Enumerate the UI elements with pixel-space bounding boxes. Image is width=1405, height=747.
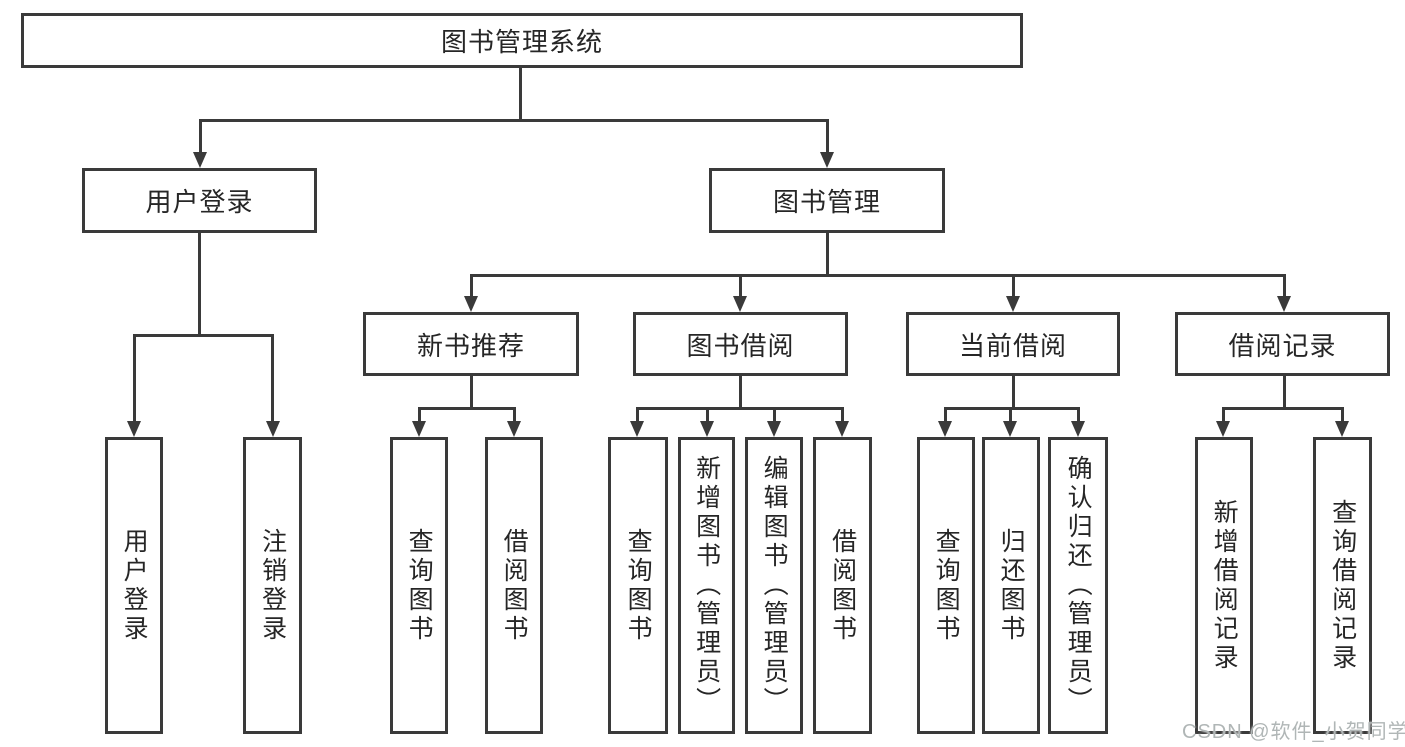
node-book-management-label: 图书管理 — [772, 187, 881, 217]
arrow-down-icon — [938, 421, 952, 437]
arrow-down-icon — [412, 421, 426, 437]
arrow-down-icon — [193, 152, 207, 168]
arrow-down-icon — [464, 296, 478, 312]
connector-line — [772, 407, 776, 423]
connector-line — [1011, 374, 1015, 410]
leaf-confirm-return-admin-label: 确认归还（管理员） — [1064, 455, 1093, 716]
leaf-query-books-borrowing-label: 查询图书 — [624, 527, 653, 644]
arrow-down-icon — [835, 421, 849, 437]
arrow-down-icon — [733, 296, 747, 312]
arrow-down-icon — [507, 421, 521, 437]
connector-line — [943, 407, 1080, 410]
arrow-down-icon — [1071, 421, 1085, 437]
arrow-down-icon — [1216, 421, 1230, 437]
leaf-add-borrow-record-label: 新增借阅记录 — [1210, 498, 1239, 673]
leaf-query-books-current-label: 查询图书 — [932, 527, 961, 644]
connector-line — [469, 274, 1286, 277]
arrow-down-icon — [1335, 421, 1349, 437]
node-book-borrowing: 图书借阅 — [633, 312, 848, 376]
leaf-edit-books-admin: 编辑图书（管理员） — [745, 437, 803, 734]
connector-line — [518, 66, 522, 121]
node-borrowing-records: 借阅记录 — [1175, 312, 1390, 376]
leaf-query-books-recommend-label: 查询图书 — [405, 527, 434, 644]
connector-line — [840, 407, 844, 423]
leaf-query-books-borrowing: 查询图书 — [608, 437, 668, 734]
csdn-watermark: CSDN @软件_小贺同学 — [1182, 721, 1405, 743]
connector-line — [132, 334, 136, 424]
leaf-add-books-admin-label: 新增图书（管理员） — [692, 455, 721, 716]
arrow-down-icon — [265, 421, 280, 437]
node-current-borrowing: 当前借阅 — [906, 312, 1120, 376]
connector-line — [1282, 274, 1286, 298]
connector-line — [198, 119, 202, 154]
node-current-borrowing-label: 当前借阅 — [958, 330, 1067, 361]
connector-line — [738, 274, 742, 298]
leaf-add-books-admin: 新增图书（管理员） — [678, 437, 735, 734]
arrow-down-icon — [767, 421, 781, 437]
leaf-user-login-label: 用户登录 — [120, 527, 149, 644]
connector-line — [198, 118, 829, 122]
leaf-borrow-books: 借阅图书 — [813, 437, 872, 734]
leaf-confirm-return-admin: 确认归还（管理员） — [1048, 437, 1108, 734]
arrow-down-icon — [1003, 421, 1017, 437]
connector-line — [1076, 407, 1080, 423]
connector-line — [1340, 407, 1344, 423]
connector-line — [1011, 274, 1015, 298]
node-user-login-label: 用户登录 — [145, 187, 254, 217]
arrow-down-icon — [700, 421, 714, 437]
connector-line — [635, 407, 639, 423]
leaf-borrow-books-recommend: 借阅图书 — [485, 437, 543, 734]
connector-line — [738, 374, 742, 410]
connector-line — [635, 407, 844, 410]
leaf-return-books-label: 归还图书 — [997, 527, 1026, 644]
node-user-login: 用户登录 — [82, 168, 317, 233]
leaf-logout: 注销登录 — [243, 437, 302, 734]
arrow-down-icon — [1277, 296, 1291, 312]
leaf-query-books-recommend: 查询图书 — [390, 437, 448, 734]
leaf-return-books: 归还图书 — [982, 437, 1040, 734]
leaf-query-books-current: 查询图书 — [917, 437, 975, 734]
connector-line — [271, 334, 274, 424]
connector-line — [469, 274, 473, 298]
arrow-down-icon — [630, 421, 644, 437]
connector-line — [198, 231, 201, 337]
connector-line — [943, 407, 947, 423]
node-new-book-recommendation: 新书推荐 — [363, 312, 579, 376]
leaf-borrow-books-label: 借阅图书 — [828, 527, 857, 644]
leaf-query-borrow-record: 查询借阅记录 — [1313, 437, 1372, 734]
leaf-borrow-books-recommend-label: 借阅图书 — [500, 527, 529, 644]
arrow-down-icon — [127, 421, 141, 437]
node-library-management-system: 图书管理系统 — [21, 13, 1023, 68]
connector-line — [417, 407, 421, 423]
node-book-management: 图书管理 — [709, 168, 945, 233]
connector-line — [1221, 407, 1344, 410]
connector-line — [825, 119, 829, 154]
connector-line — [512, 407, 516, 423]
node-book-borrowing-label: 图书借阅 — [686, 330, 795, 361]
connector-line — [1221, 407, 1225, 423]
leaf-user-login: 用户登录 — [105, 437, 163, 734]
node-new-book-recommendation-label: 新书推荐 — [416, 330, 525, 361]
node-borrowing-records-label: 借阅记录 — [1228, 330, 1337, 361]
connector-line — [417, 407, 516, 410]
connector-line — [705, 407, 709, 423]
arrow-down-icon — [1006, 296, 1020, 312]
connector-line — [1008, 407, 1012, 423]
leaf-add-borrow-record: 新增借阅记录 — [1195, 437, 1253, 734]
leaf-logout-label: 注销登录 — [258, 527, 287, 644]
arrow-down-icon — [820, 152, 834, 168]
connector-line — [132, 334, 274, 337]
node-library-management-system-label: 图书管理系统 — [440, 27, 603, 57]
leaf-edit-books-admin-label: 编辑图书（管理员） — [760, 455, 789, 716]
connector-line — [1282, 374, 1286, 410]
leaf-query-borrow-record-label: 查询借阅记录 — [1328, 498, 1357, 673]
connector-line — [825, 231, 829, 277]
connector-line — [469, 374, 473, 410]
